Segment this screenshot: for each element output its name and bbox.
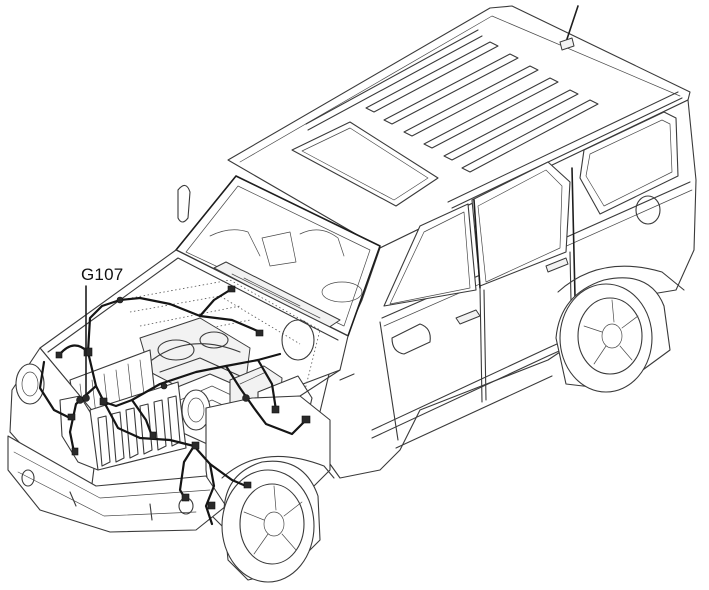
front-wheel bbox=[221, 455, 335, 583]
mirrors bbox=[177, 184, 431, 355]
left-mirror bbox=[177, 184, 191, 223]
roof-ribs bbox=[365, 41, 599, 173]
left-headlamp bbox=[15, 363, 45, 405]
roof bbox=[227, 5, 691, 249]
sunroof bbox=[291, 121, 439, 207]
g107-leader bbox=[82, 285, 90, 402]
quarter-window bbox=[579, 111, 679, 215]
callout-g107-label: G107 bbox=[81, 265, 124, 284]
doors bbox=[339, 195, 661, 441]
front-door-window bbox=[383, 203, 477, 307]
right-mirror bbox=[391, 323, 431, 355]
windows bbox=[383, 111, 679, 341]
front-door-handle bbox=[455, 309, 481, 325]
front-bumper bbox=[7, 435, 227, 533]
rear-door-handle bbox=[545, 257, 569, 273]
fuel-door bbox=[635, 195, 661, 225]
rear-wheel bbox=[555, 265, 685, 393]
roof-rails bbox=[305, 29, 683, 209]
wiring-harness bbox=[38, 285, 311, 526]
antenna bbox=[559, 5, 579, 51]
